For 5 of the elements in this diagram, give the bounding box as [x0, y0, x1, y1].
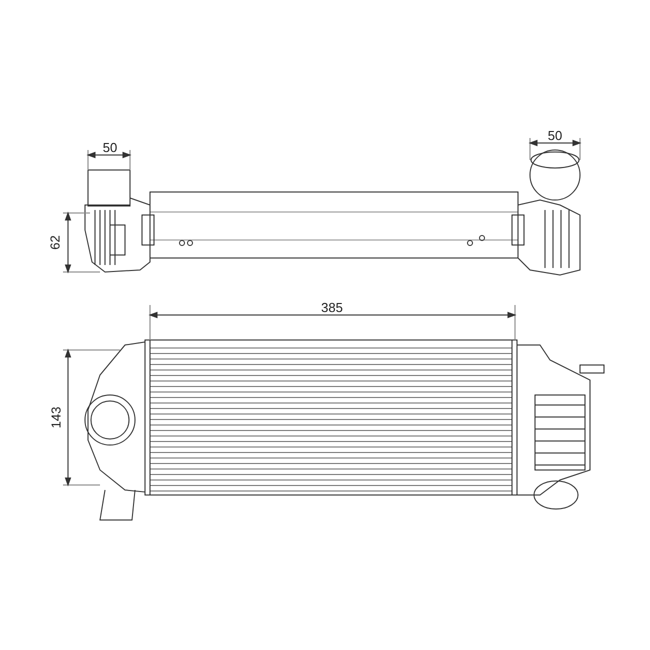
dimension-label: 50 [546, 128, 564, 142]
dimension-label: 62 [48, 234, 62, 250]
dimension-label: 385 [320, 300, 344, 314]
dimension-label: 50 [102, 140, 118, 154]
dimension-label: 143 [50, 405, 62, 429]
